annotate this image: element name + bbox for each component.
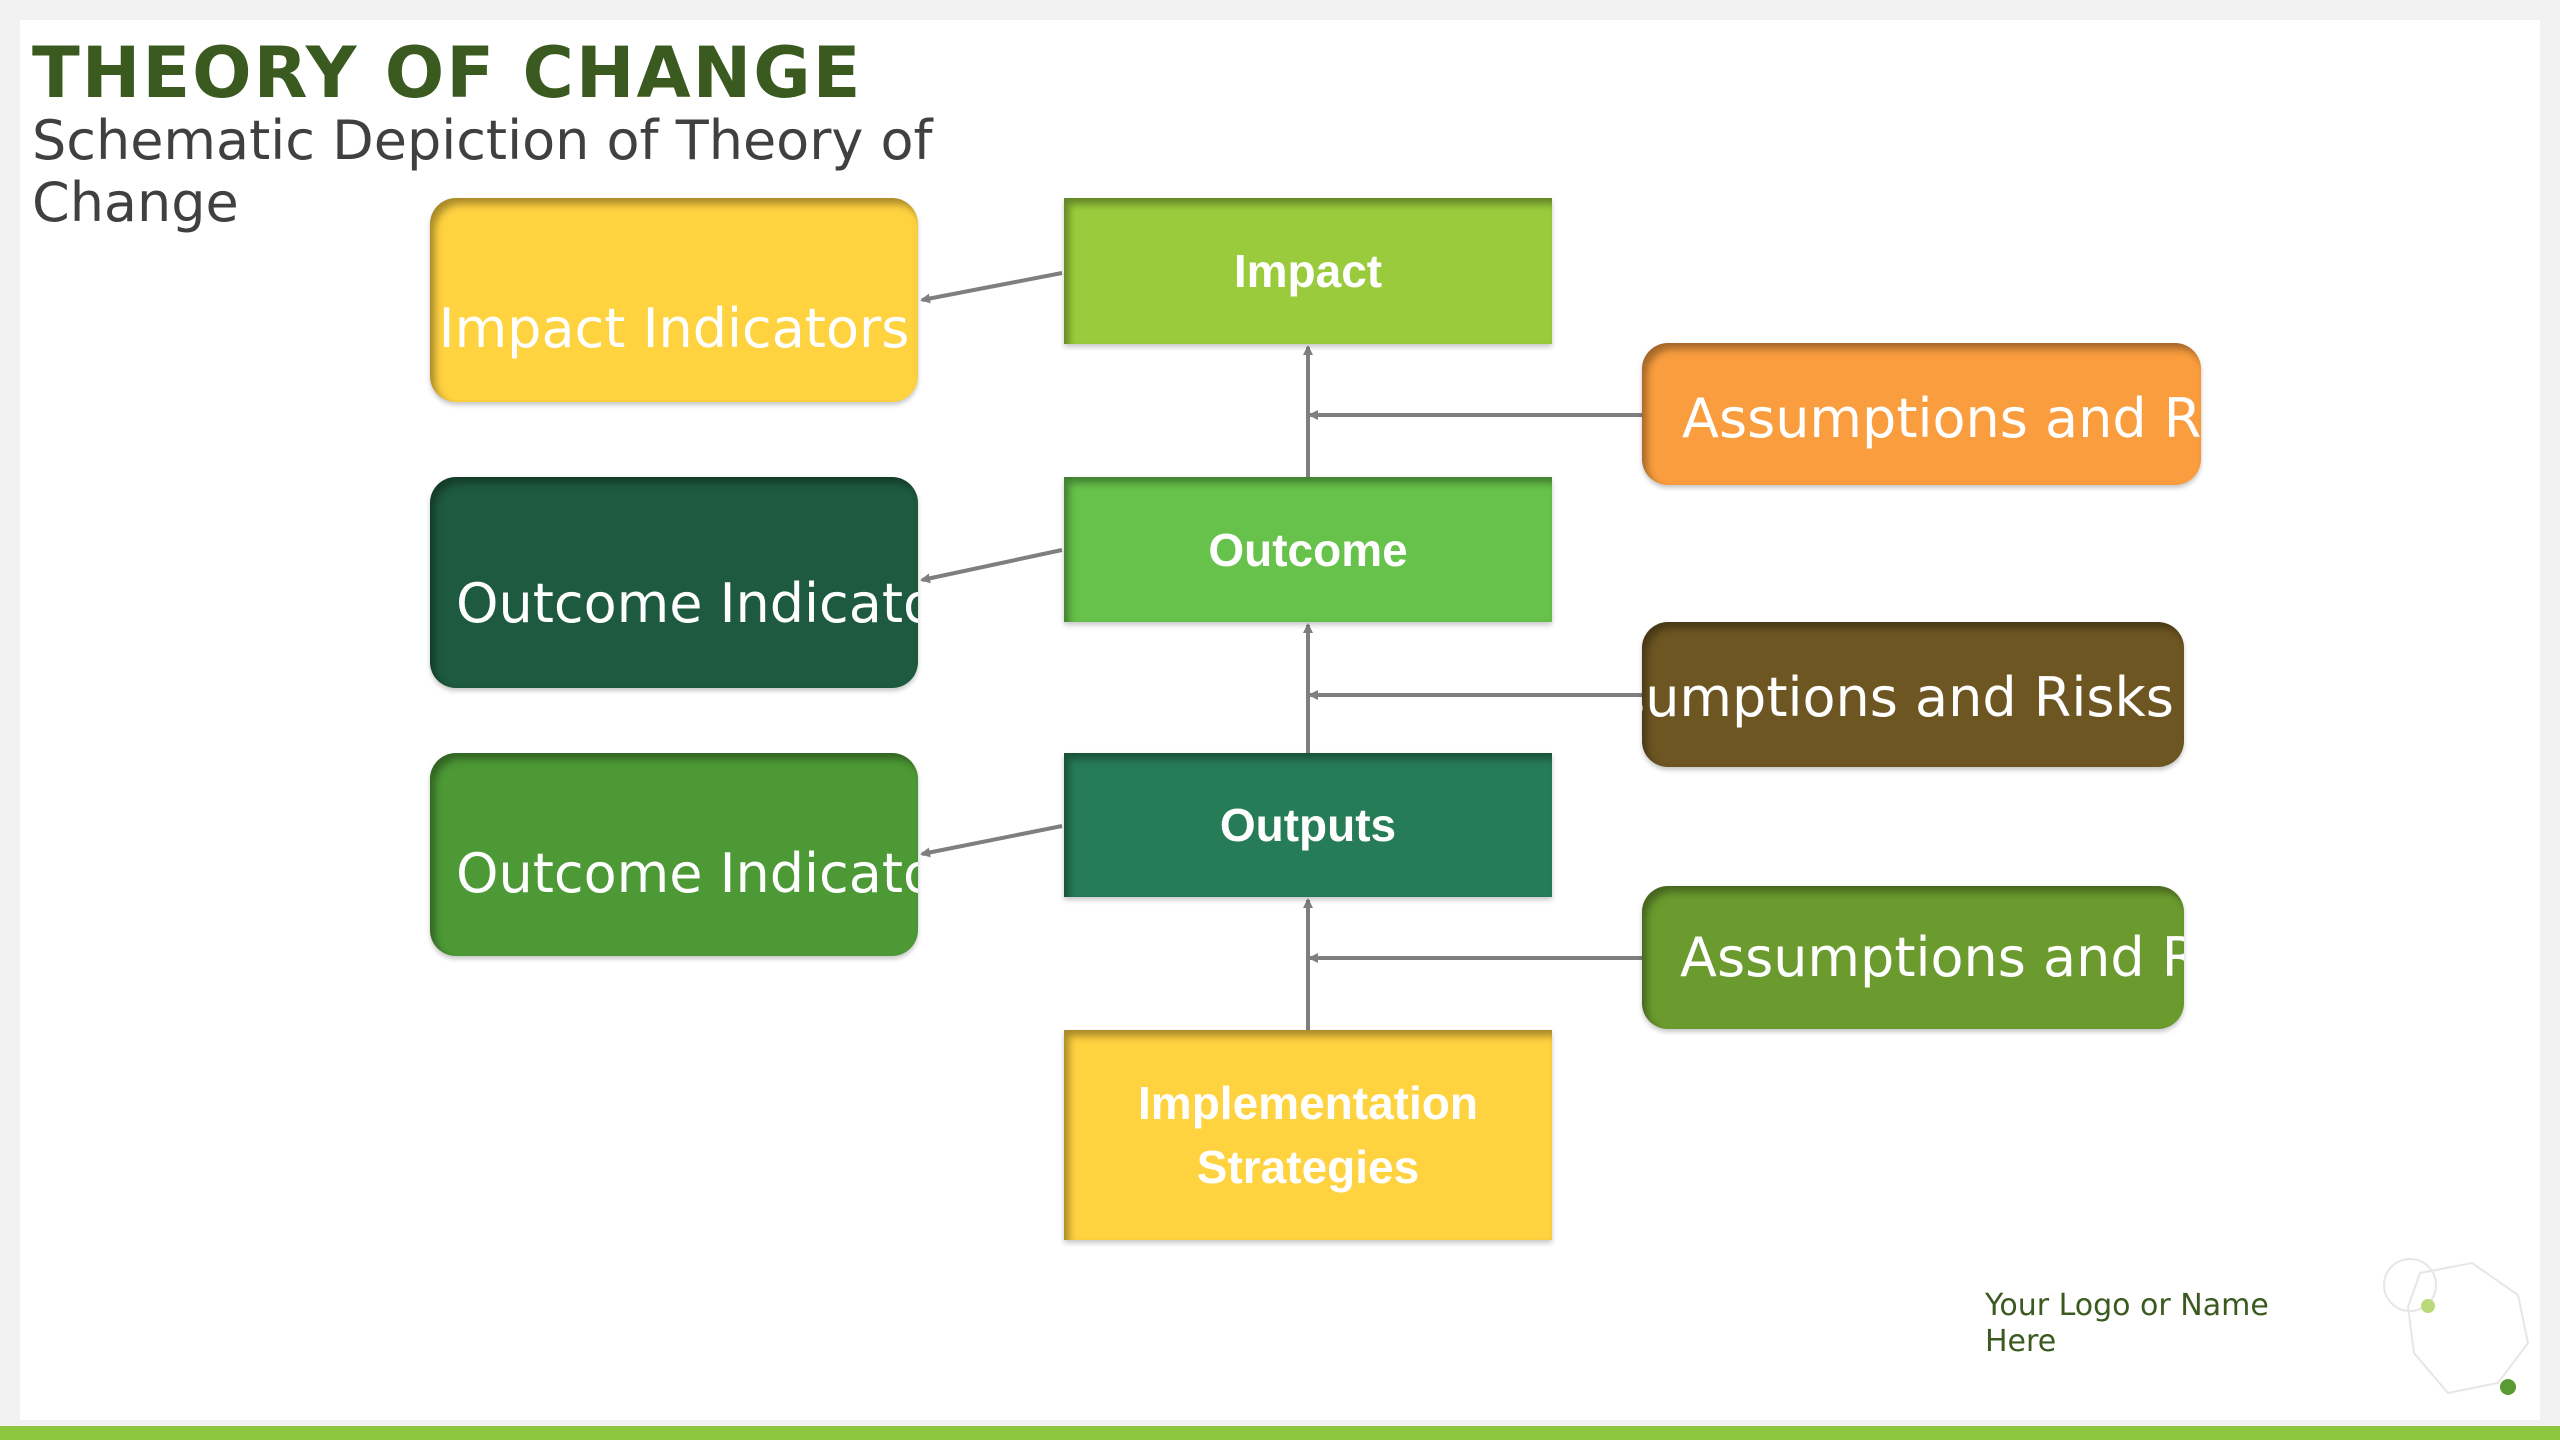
arrow-icon — [920, 271, 1063, 304]
outputs-indicators-label: Outcome Indicators — [456, 842, 918, 905]
outcome-indicators-box: Outcome Indicators — [430, 477, 918, 688]
arrow-icon — [920, 824, 1063, 858]
page-subtitle: Schematic Depiction of Theory of Change — [32, 109, 933, 234]
logo-mark-icon — [2383, 1258, 2530, 1395]
assumptions-risks-top-label: Assumptions and Risks — [1682, 387, 2201, 450]
outcome-indicators-label: Outcome Indicators — [456, 572, 918, 635]
page-title: THEORY OF CHANGE — [32, 32, 863, 114]
outputs-box: Outputs — [1064, 753, 1552, 897]
impact-label: Impact — [1233, 245, 1383, 297]
arrow-icon — [920, 548, 1063, 584]
impact-indicators-label: Impact Indicators — [438, 297, 910, 360]
outcome-box: Outcome — [1064, 477, 1552, 622]
logo-placeholder-text: Your Logo or Name Here — [1985, 1288, 2269, 1359]
bottom-accent-bar — [0, 1426, 2560, 1440]
assumptions-risks-top-box: Assumptions and Risks — [1642, 343, 2201, 485]
implementation-strategies-box: Implementation Strategies — [1064, 1030, 1552, 1240]
implementation-strategies-label: Implementation Strategies — [1138, 1077, 1478, 1193]
impact-box: Impact — [1064, 198, 1552, 344]
assumptions-risks-bottom-label: Assumptions and Risks — [1680, 926, 2184, 989]
assumptions-risks-middle-box: Assumptions and Risks — [1642, 622, 2184, 767]
impact-indicators-box: Impact Indicators — [430, 198, 918, 402]
outputs-label: Outputs — [1219, 799, 1397, 851]
assumptions-risks-bottom-box: Assumptions and Risks — [1642, 886, 2184, 1029]
assumptions-risks-middle-label: Assumptions and Risks — [1642, 666, 2174, 729]
outcome-label: Outcome — [1208, 523, 1408, 576]
outputs-indicators-box: Outcome Indicators — [430, 753, 918, 956]
